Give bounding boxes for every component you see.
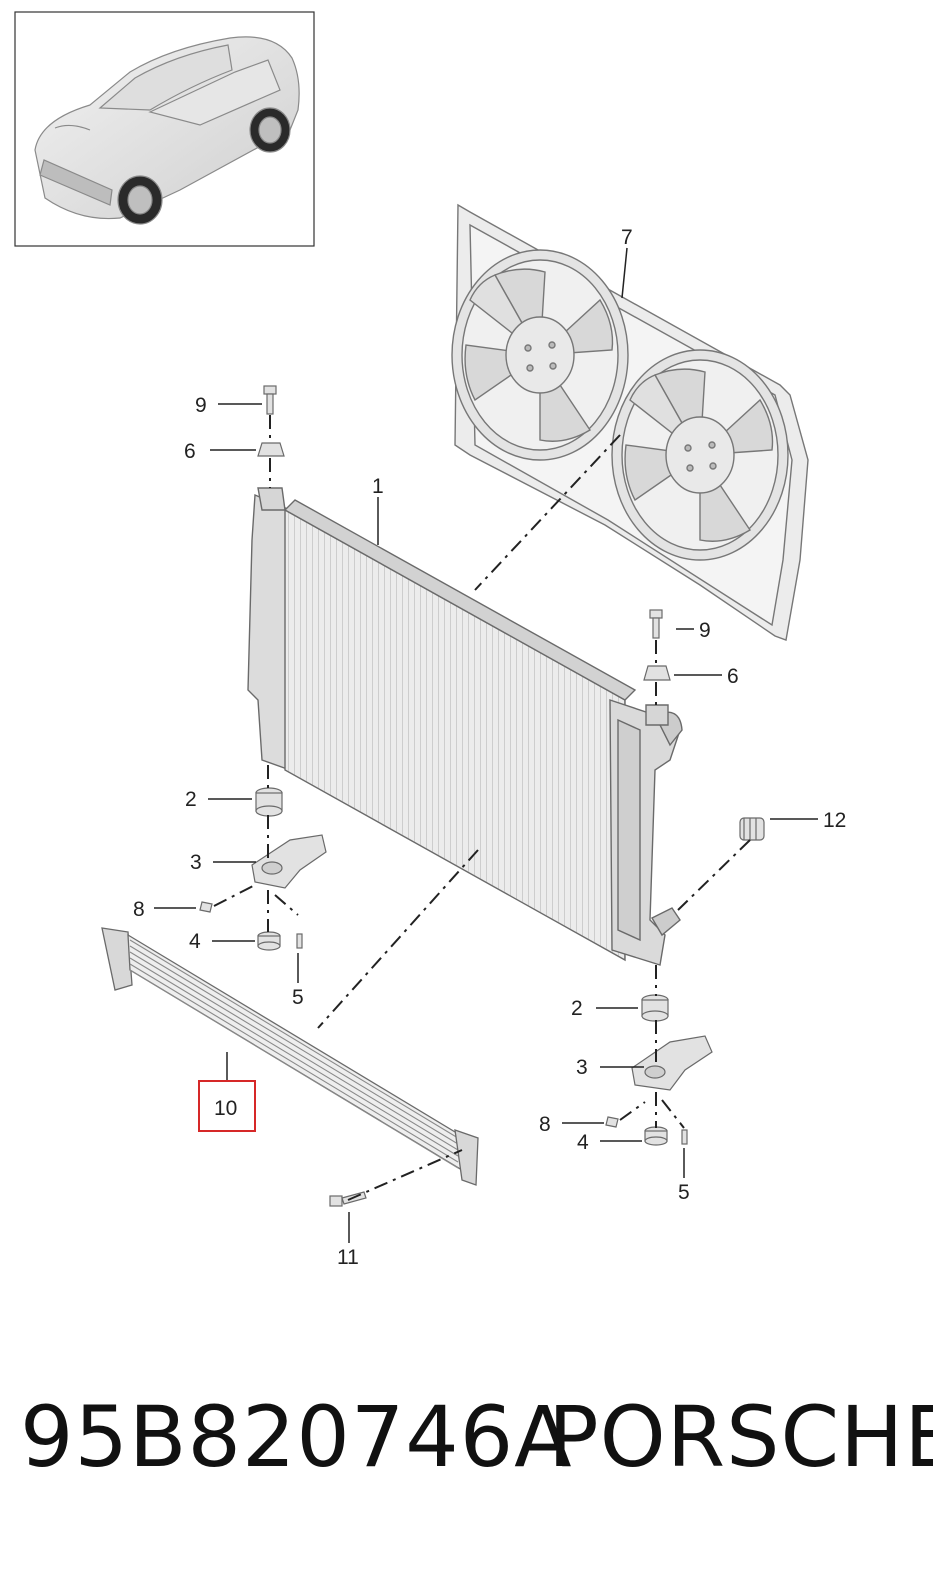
hose-connector-12: [739, 817, 765, 841]
bolt-9-right: [649, 609, 663, 639]
part-number-label: 95B820746A: [20, 1388, 573, 1486]
fan-shroud: [451, 203, 809, 641]
grommet-6-left: [257, 442, 285, 457]
bracket-3-right: [631, 1035, 713, 1091]
callout-5-left: 5: [292, 986, 304, 1009]
washer-4-right: [644, 1126, 668, 1146]
callout-9-left: 9: [195, 394, 207, 417]
auxiliary-cooler: [101, 927, 479, 1186]
radiator: [247, 487, 683, 966]
callout-2-right: 2: [571, 997, 583, 1020]
highlight-box-10: [198, 1080, 256, 1132]
grommet-6-right: [643, 665, 671, 681]
screw-5-left: [296, 933, 303, 949]
callouts: 9 6 1 7 9 6 2 3 8 4 5 12 2 3 8 4 5 11 10: [133, 226, 846, 1269]
screw-8-right: [605, 1116, 619, 1128]
screw-5-right: [681, 1129, 688, 1145]
left-fan: [451, 249, 629, 461]
callout-11: 11: [337, 1246, 359, 1269]
callout-6-right: 6: [727, 665, 739, 688]
screw-8-left: [199, 901, 213, 913]
callout-10: 10: [214, 1097, 237, 1120]
callout-12: 12: [823, 809, 846, 832]
hardware-parts: [199, 385, 765, 1207]
vehicle-thumbnail: [14, 11, 315, 247]
vehicle-illustration: [34, 36, 300, 225]
callout-8-left: 8: [133, 898, 145, 921]
callout-4-right: 4: [577, 1131, 589, 1154]
leader-lines: [154, 247, 818, 1243]
callout-4-left: 4: [189, 930, 201, 953]
mount-2-right: [641, 994, 669, 1022]
callout-5-right: 5: [678, 1181, 690, 1204]
bracket-3-left: [251, 834, 327, 889]
callout-3-right: 3: [576, 1056, 588, 1079]
callout-6-left: 6: [184, 440, 196, 463]
callout-3-left: 3: [190, 851, 202, 874]
assembly-lines: [213, 415, 751, 1201]
bolt-9-left: [263, 385, 277, 415]
callout-9-right: 9: [699, 619, 711, 642]
brand-label: PORSCHE: [548, 1388, 933, 1486]
washer-4-left: [257, 931, 281, 951]
callout-8-right: 8: [539, 1113, 551, 1136]
cooler-fins: [129, 939, 459, 1169]
mount-2-left: [255, 787, 283, 817]
callout-2-left: 2: [185, 788, 197, 811]
callout-1: 1: [372, 475, 384, 498]
right-fan: [611, 349, 789, 561]
callout-7: 7: [621, 226, 633, 249]
